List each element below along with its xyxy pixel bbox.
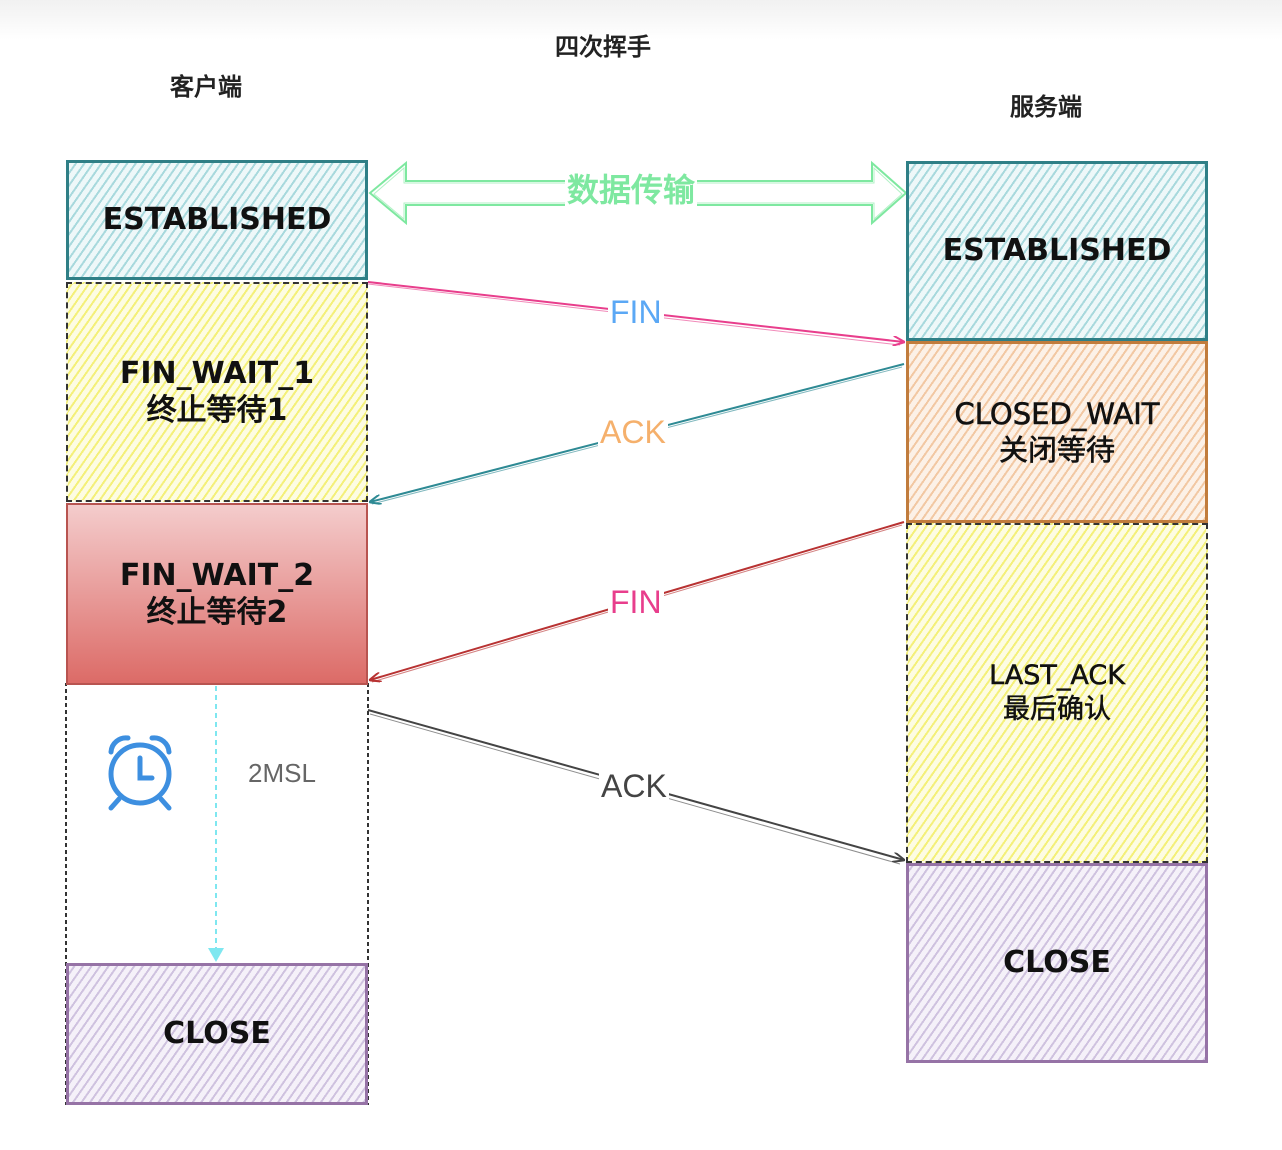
server-state-name: CLOSED_WAIT bbox=[954, 396, 1160, 431]
client-state-fin-wait-1: FIN_WAIT_1 终止等待1 bbox=[66, 282, 368, 502]
ack-label-2: ACK bbox=[599, 768, 669, 804]
client-state-close: CLOSE bbox=[66, 963, 368, 1105]
client-state-established: ESTABLISHED bbox=[66, 160, 368, 280]
server-state-last-ack: LAST_ACK 最后确认 bbox=[906, 523, 1208, 863]
server-state-closed-wait: CLOSED_WAIT 关闭等待 bbox=[906, 341, 1208, 523]
client-state-name: ESTABLISHED bbox=[102, 202, 332, 238]
data-transfer-label: 数据传输 bbox=[565, 171, 698, 209]
alarm-clock-icon bbox=[108, 735, 172, 811]
server-state-name: CLOSE bbox=[1003, 945, 1111, 981]
client-state-name: CLOSE bbox=[163, 1016, 271, 1052]
diagram-title: 四次挥手 bbox=[555, 33, 651, 61]
fin-label-2: FIN bbox=[608, 584, 664, 620]
client-state-name: FIN_WAIT_1 bbox=[119, 355, 315, 391]
timer-arrow bbox=[208, 686, 224, 962]
fin-label-1: FIN bbox=[608, 294, 664, 330]
server-state-subtitle: 关闭等待 bbox=[998, 433, 1116, 468]
server-state-established: ESTABLISHED bbox=[906, 161, 1208, 341]
timer-label: 2MSL bbox=[248, 758, 316, 788]
server-label: 服务端 bbox=[1010, 93, 1082, 121]
header-background bbox=[0, 0, 1282, 40]
client-state-subtitle: 终止等待2 bbox=[146, 595, 288, 630]
client-state-fin-wait-2: FIN_WAIT_2 终止等待2 bbox=[66, 503, 368, 685]
server-state-close: CLOSE bbox=[906, 863, 1208, 1063]
client-state-name: FIN_WAIT_2 bbox=[119, 557, 315, 593]
server-state-name: ESTABLISHED bbox=[942, 233, 1172, 269]
server-state-name: LAST_ACK bbox=[989, 660, 1125, 692]
client-state-subtitle: 终止等待1 bbox=[146, 393, 288, 428]
client-label: 客户端 bbox=[170, 73, 242, 101]
server-state-subtitle: 最后确认 bbox=[1003, 694, 1112, 725]
ack-label-1: ACK bbox=[598, 414, 668, 450]
